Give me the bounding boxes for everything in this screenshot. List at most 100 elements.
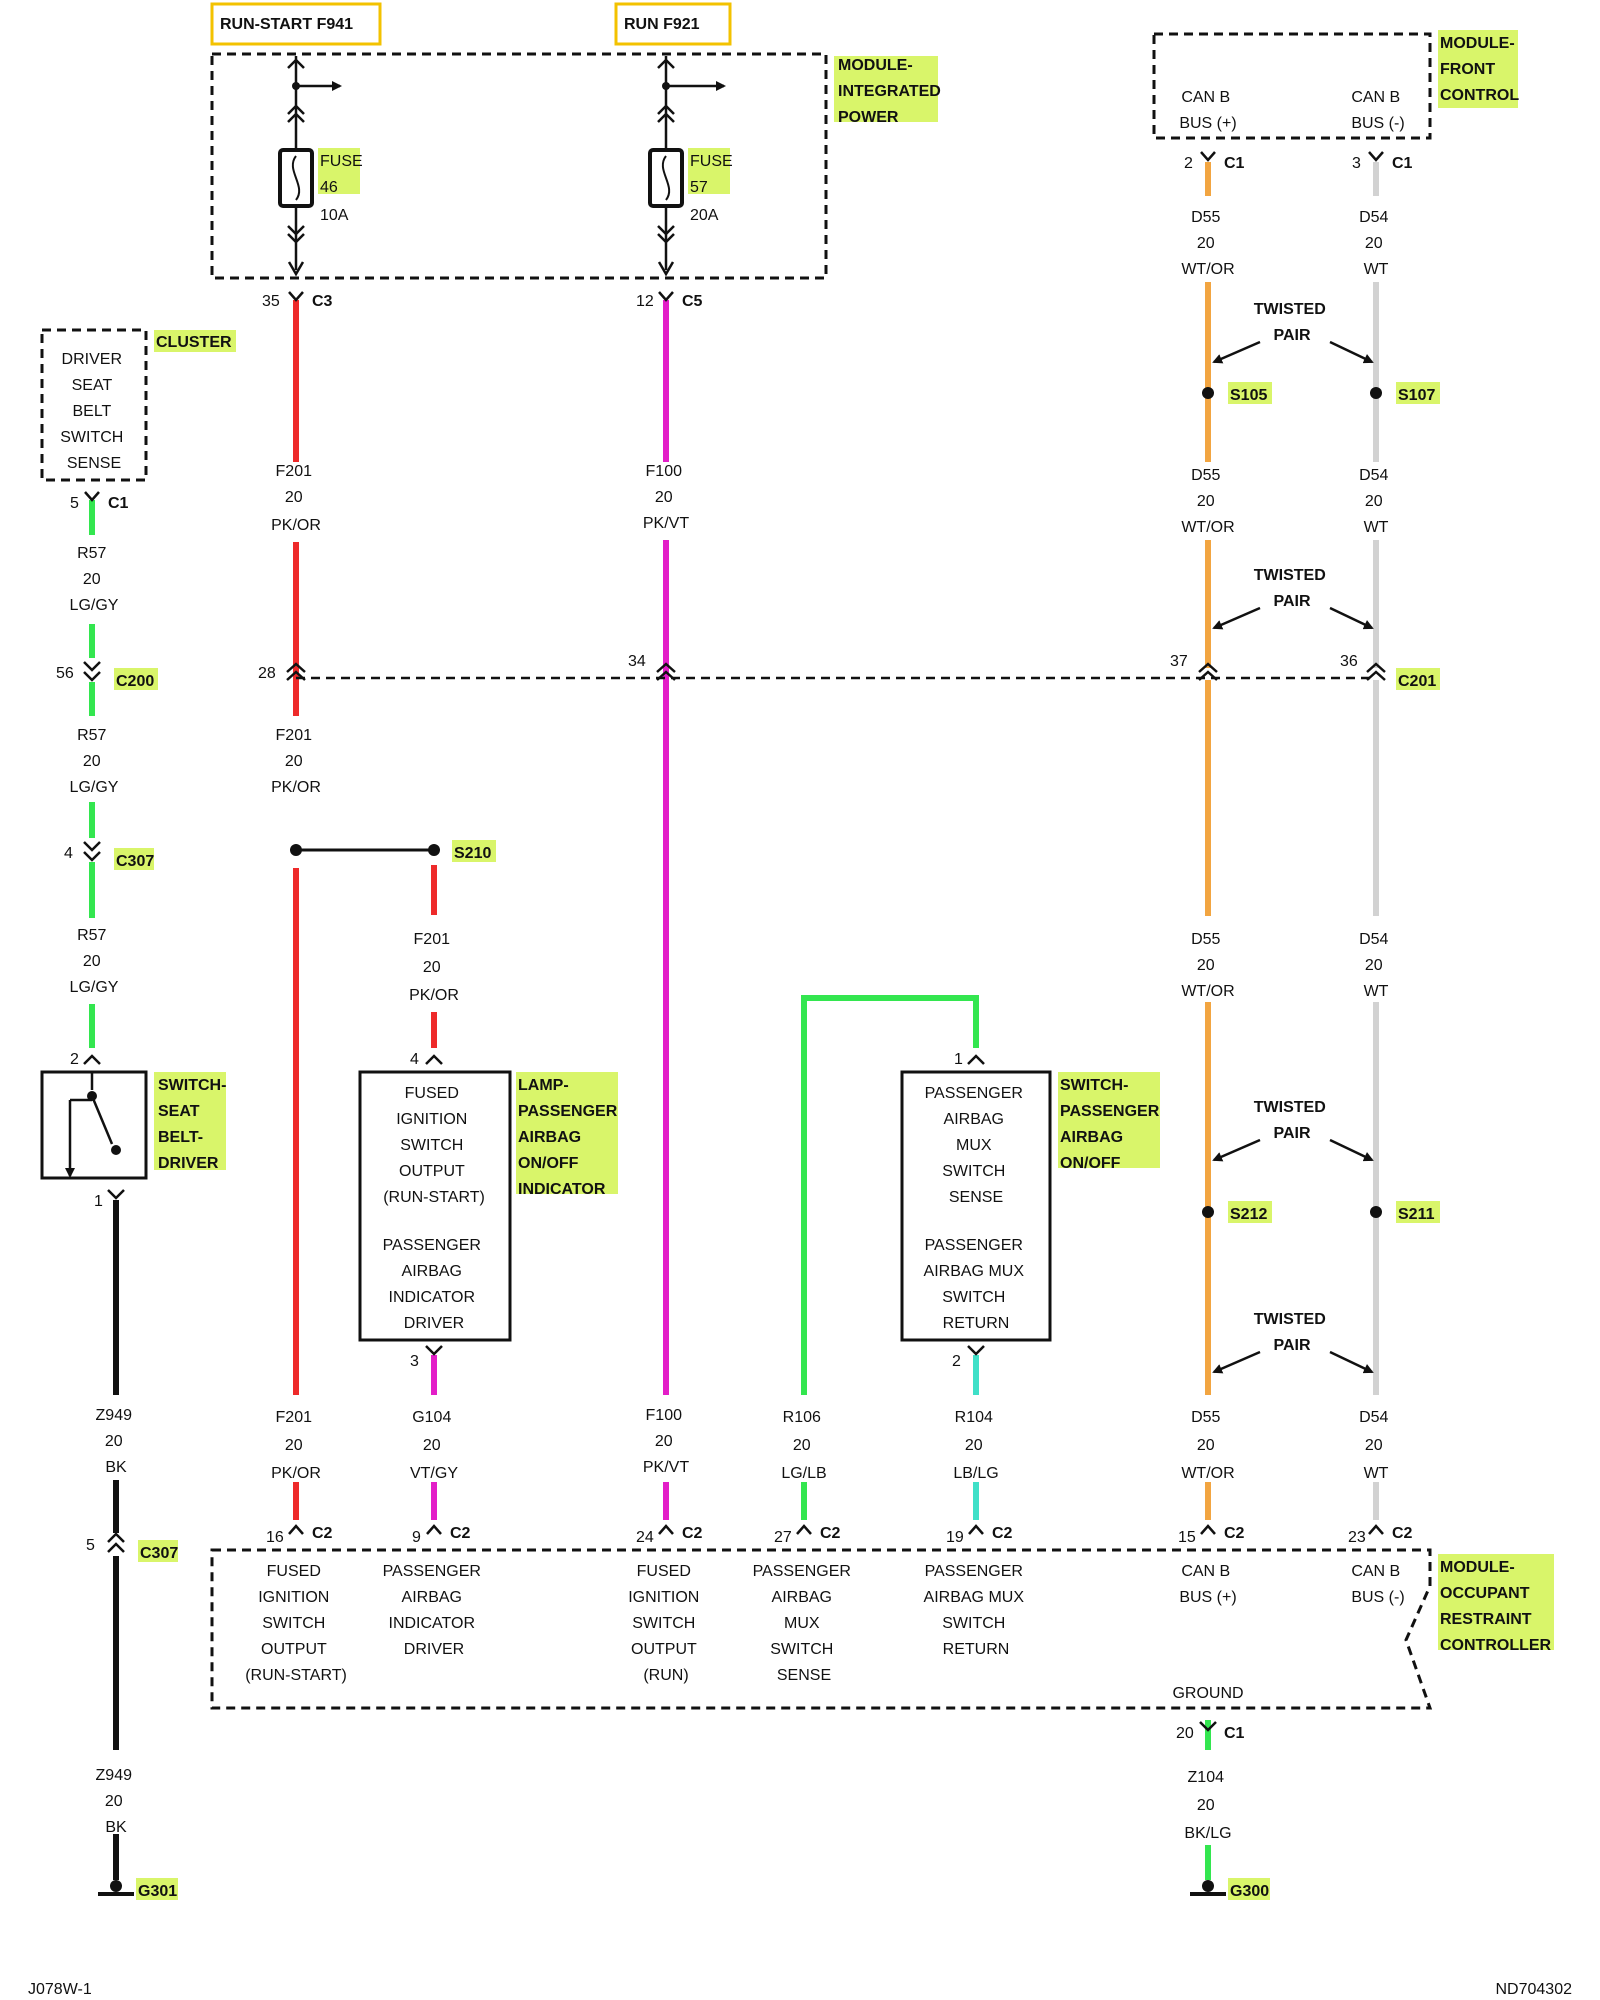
orc-pin-can-neg: CAN B BUS (-) xyxy=(1351,1563,1404,1606)
twisted-pair-2: TWISTED PAIR xyxy=(1254,567,1330,610)
c307-terminal-lower xyxy=(107,1532,125,1553)
connector-c2-24: C2 xyxy=(682,1525,703,1542)
orc-pin-indicator-driver: PASSENGER AIRBAG INDICATOR DRIVER xyxy=(383,1563,486,1658)
wire-label-d55-3: D55 20 WT/OR xyxy=(1181,931,1234,1000)
fuse-46-label: FUSE 46 10A xyxy=(320,153,367,224)
twisted-pair-1-arrow-right xyxy=(1329,340,1374,364)
lamp-box-top-text: FUSED IGNITION SWITCH OUTPUT (RUN-START) xyxy=(383,1085,485,1206)
fuse-46 xyxy=(278,56,342,277)
fuse-57 xyxy=(648,56,726,277)
pin-2-switch: 2 xyxy=(70,1051,79,1068)
twisted-pair-2-arrow-right xyxy=(1329,606,1374,630)
ground-g301-highlight xyxy=(136,1878,178,1900)
label-box-run xyxy=(614,2,732,46)
lamp-box-bottom-text: PASSENGER AIRBAG INDICATOR DRIVER xyxy=(383,1237,486,1332)
pin-5-cluster-terminal xyxy=(84,491,100,502)
pass-switch-box xyxy=(900,1070,1052,1342)
pin-2-pass-terminal xyxy=(967,1345,985,1356)
orc-pin-can-pos: CAN B BUS (+) xyxy=(1179,1563,1236,1606)
splice-s211-highlight xyxy=(1396,1201,1440,1223)
pass-switch-bottom-text: PASSENGER AIRBAG MUX SWITCH RETURN xyxy=(924,1237,1029,1332)
twisted-pair-2-arrow-left xyxy=(1212,606,1261,630)
pin-3-lamp-terminal xyxy=(425,1345,443,1356)
wire-label-r57-2: R57 20 LG/GY xyxy=(70,727,119,796)
orc-pin-fused-run: FUSED IGNITION SWITCH OUTPUT (RUN) xyxy=(628,1563,704,1684)
wire-label-g104: G104 20 VT/GY xyxy=(410,1409,458,1482)
lamp-box xyxy=(358,1070,512,1342)
orc-pin-ground: GROUND xyxy=(1172,1685,1243,1702)
cluster-label-highlight xyxy=(154,330,236,352)
connector-c5: C5 xyxy=(682,293,703,310)
splice-s212: S212 xyxy=(1230,1206,1267,1223)
pin-12-terminal xyxy=(658,291,674,302)
pin-35-terminal xyxy=(288,291,304,302)
pin-9: 9 xyxy=(412,1529,421,1546)
wire-label-d55-1: D55 20 WT/OR xyxy=(1181,209,1234,278)
pin-35: 35 xyxy=(262,293,280,310)
label-run-start: RUN-START F941 xyxy=(220,16,353,33)
wire-label-d55-4: D55 20 WT/OR xyxy=(1181,1409,1234,1482)
wire-label-z949-2: Z949 20 BK xyxy=(96,1767,137,1836)
wire-r106 xyxy=(801,995,979,1395)
connector-c2-19: C2 xyxy=(992,1525,1013,1542)
pin-5-cluster: 5 xyxy=(70,495,79,512)
splice-s105-highlight xyxy=(1228,382,1272,404)
orc-label-highlight xyxy=(1438,1554,1554,1650)
connector-c2-27: C2 xyxy=(820,1525,841,1542)
pin-2-pass: 2 xyxy=(952,1353,961,1370)
splice-s210-dot-right xyxy=(428,844,440,856)
c307-terminal-upper xyxy=(83,841,101,862)
wire-label-r57-1: R57 20 LG/GY xyxy=(70,545,119,614)
ipm-label-highlight xyxy=(834,56,938,122)
pin-3-lamp: 3 xyxy=(410,1353,419,1370)
fcm-boundary xyxy=(1152,32,1432,140)
ground-g300-highlight xyxy=(1228,1878,1270,1900)
connector-c307-lower: C307 xyxy=(140,1545,178,1562)
pin-1-switch-terminal xyxy=(107,1189,125,1200)
pin-4-lamp-terminal xyxy=(425,1054,443,1065)
footer-right: ND704302 xyxy=(1496,1981,1573,1998)
twisted-pair-4-arrow-right xyxy=(1329,1350,1374,1374)
splice-s105-dot xyxy=(1202,387,1214,399)
splice-s211: S211 xyxy=(1398,1206,1435,1223)
pin-3: 3 xyxy=(1352,155,1361,172)
pin-1-pass: 1 xyxy=(954,1051,963,1068)
pin-37: 37 xyxy=(1170,653,1188,670)
pin-1-switch: 1 xyxy=(94,1193,103,1210)
pin-27: 27 xyxy=(774,1529,792,1546)
wire-label-d54-4: D54 20 WT xyxy=(1359,1409,1393,1482)
wire-label-f201-3: F201 20 PK/OR xyxy=(409,931,459,1004)
twisted-pair-4-arrow-left xyxy=(1212,1350,1261,1374)
c201-d55-terminal xyxy=(1198,662,1218,681)
pin-36: 36 xyxy=(1340,653,1358,670)
seat-belt-switch-box xyxy=(40,1070,148,1180)
fcm-pin-can-neg: CAN B BUS (-) xyxy=(1351,89,1404,132)
pass-switch-top-text: PASSENGER AIRBAG MUX SWITCH SENSE xyxy=(925,1085,1028,1206)
pin-1-pass-terminal xyxy=(967,1054,985,1065)
cluster-boundary xyxy=(40,328,148,482)
pin-24: 24 xyxy=(636,1529,654,1546)
orc-pin-mux-return: PASSENGER AIRBAG MUX SWITCH RETURN xyxy=(924,1563,1029,1658)
pin-20-terminal xyxy=(1199,1721,1217,1732)
wire-label-d55-2: D55 20 WT/OR xyxy=(1181,467,1234,536)
pin-56: 56 xyxy=(56,665,74,682)
seat-belt-switch-label-highlight xyxy=(154,1072,226,1170)
c200-terminal xyxy=(83,661,101,682)
wire-label-r57-3: R57 20 LG/GY xyxy=(70,927,119,996)
c201-f100-terminal xyxy=(656,662,676,681)
seat-belt-switch-label: SWITCH- SEAT BELT- DRIVER xyxy=(158,1077,231,1172)
twisted-pair-1-arrow-left xyxy=(1212,340,1261,364)
fuse-57-highlight xyxy=(688,148,730,194)
pin-20: 20 xyxy=(1176,1725,1194,1742)
ground-g301-symbol xyxy=(98,1880,134,1896)
splice-s107: S107 xyxy=(1398,387,1435,404)
orc-label: MODULE- OCCUPANT RESTRAINT CONTROLLER xyxy=(1440,1559,1552,1654)
pin-5-c307: 5 xyxy=(86,1537,95,1554)
pin-23: 23 xyxy=(1348,1529,1366,1546)
label-run: RUN F921 xyxy=(624,16,700,33)
pass-switch-label-highlight xyxy=(1058,1072,1160,1168)
cluster-label: CLUSTER xyxy=(156,334,232,351)
wire-label-z949-1: Z949 20 BK xyxy=(96,1407,137,1476)
splice-s212-dot xyxy=(1202,1206,1214,1218)
